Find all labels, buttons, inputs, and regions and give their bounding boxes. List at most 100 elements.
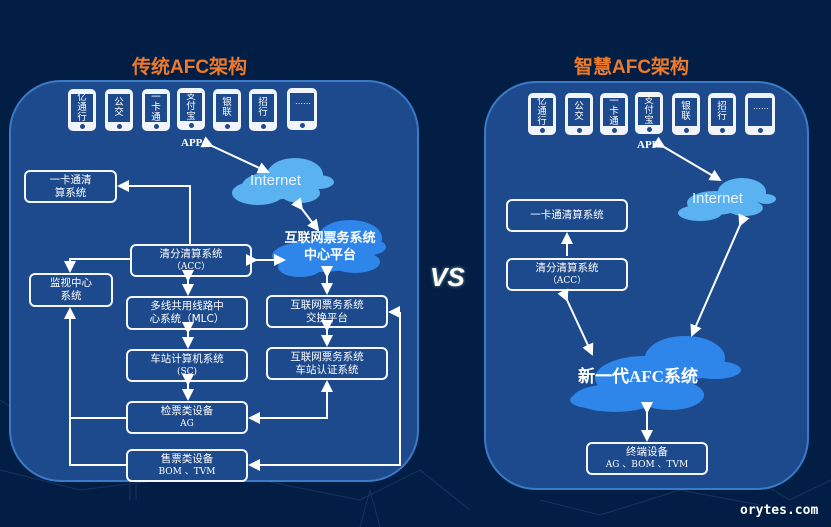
app-phone: 招行 [249, 89, 277, 131]
box-line: 售票类设备 [160, 452, 214, 465]
right-internet-cloud [678, 178, 776, 221]
new-afc-cloud [570, 336, 741, 412]
watermark: orytes.com [740, 503, 819, 518]
box-line: 算系统 [54, 186, 87, 199]
app-phone: 一卡通 [142, 89, 170, 131]
home-button-icon [117, 124, 122, 129]
left-title: 传统AFC架构 [132, 57, 248, 78]
app-internet-arrow [200, 136, 270, 174]
app-label: 招行 [717, 101, 727, 122]
app-phone: …… [745, 93, 775, 135]
exchange-bom-arrow [248, 312, 401, 471]
left-app-label: APP [181, 137, 203, 149]
home-button-icon [80, 124, 85, 129]
home-button-icon [647, 127, 652, 132]
exchange-platform-box: 互联网票务系统交换平台 [266, 295, 388, 328]
app-phone: 亿通行 [528, 93, 556, 135]
app-label: 银联 [222, 97, 232, 118]
cloud-line: 互联网票务系统 [284, 231, 376, 246]
card-clearing-box: 一卡通清算系统 [24, 170, 117, 203]
cloud-line: 中心平台 [303, 248, 356, 263]
right-acc-new-arrow [557, 288, 594, 356]
right-app-internet-arrow [652, 136, 722, 182]
home-button-icon [720, 128, 725, 133]
box-line: AG [180, 418, 194, 429]
app-phone: 银联 [672, 93, 700, 135]
app-label: …… [753, 102, 769, 111]
app-phone: 一卡通 [600, 93, 628, 135]
app-phone: 公交 [105, 89, 133, 131]
app-label: 一卡通 [609, 96, 619, 127]
home-button-icon [684, 128, 689, 133]
app-phone: 支付宝 [177, 88, 205, 130]
box-line: 互联网票务系统 [290, 350, 364, 363]
box-line: 心系统（MLC） [149, 313, 225, 325]
app-label: …… [295, 97, 311, 106]
box-line: (SC) [176, 366, 198, 377]
box-line: 系统 [60, 290, 82, 302]
home-button-icon [758, 128, 763, 133]
app-phone: 招行 [708, 93, 736, 135]
home-button-icon [225, 124, 230, 129]
app-label: 招行 [258, 97, 268, 118]
left-center-cloud-label: 互联网票务系统 中心平台 [280, 230, 380, 264]
box-line: 终端设备 [626, 445, 668, 458]
app-label: 一卡通 [151, 92, 161, 123]
app-phone: 亿通行 [68, 89, 96, 131]
app-label: 亿通行 [537, 96, 547, 127]
station-auth-box: 互联网票务系统车站认证系统 [266, 347, 388, 380]
box-line: 监视中心 [50, 277, 92, 289]
auth-ag-arrow [248, 382, 328, 424]
acc-monitor-arrow [64, 258, 130, 273]
app-phone: 公交 [565, 93, 593, 135]
home-button-icon [300, 123, 305, 128]
box-line: 多线共用线路中 [150, 300, 224, 312]
box-line: 互联网票务系统 [290, 298, 364, 311]
app-label: 公交 [114, 97, 124, 118]
box-line: 交换平台 [306, 311, 348, 324]
app-label: 亿通行 [77, 92, 87, 123]
home-button-icon [189, 123, 194, 128]
left-internet-cloud [232, 158, 334, 205]
box-line: AG 、BOM 、TVM [605, 459, 689, 470]
app-label: 公交 [574, 101, 584, 122]
box-line: 车站认证系统 [295, 363, 359, 376]
box-line: 车站计算机系统 [150, 352, 224, 365]
monitor-center-box: 监视中心系统 [29, 273, 113, 307]
app-phone: 银联 [213, 89, 241, 131]
home-button-icon [261, 124, 266, 129]
box-line: BOM 、TVM [158, 466, 216, 477]
right-title: 智慧AFC架构 [574, 57, 690, 78]
new-afc-cloud-label: 新一代AFC系统 [578, 367, 698, 386]
right-card-clearing-box: 一卡通清算系统 [506, 199, 628, 232]
internet-center-arrow [291, 197, 320, 232]
left-internet-label: Internet [250, 172, 301, 189]
box-line: （ACC） [547, 275, 587, 286]
box-line: 检票类设备 [160, 404, 214, 417]
bom-monitor-arrow [64, 307, 126, 466]
app-phone: 支付宝 [635, 92, 663, 134]
vs-label: VS [430, 262, 465, 292]
home-button-icon [577, 128, 582, 133]
right-internet-new-arrow [690, 213, 750, 337]
app-phone: …… [287, 88, 317, 130]
box-line: 一卡通清算系统 [530, 209, 604, 221]
home-button-icon [154, 124, 159, 129]
box-line: 一卡通清 [49, 173, 92, 186]
app-label: 支付宝 [644, 95, 654, 126]
right-internet-label: Internet [692, 190, 743, 207]
left-center-cloud [272, 220, 386, 277]
box-line: 清分清算系统 [159, 247, 223, 260]
home-button-icon [540, 128, 545, 133]
acc-card-arrow [117, 180, 191, 244]
app-label: 支付宝 [186, 91, 196, 122]
app-label: 银联 [681, 101, 691, 122]
box-line: 清分清算系统 [535, 261, 599, 274]
home-button-icon [612, 128, 617, 133]
